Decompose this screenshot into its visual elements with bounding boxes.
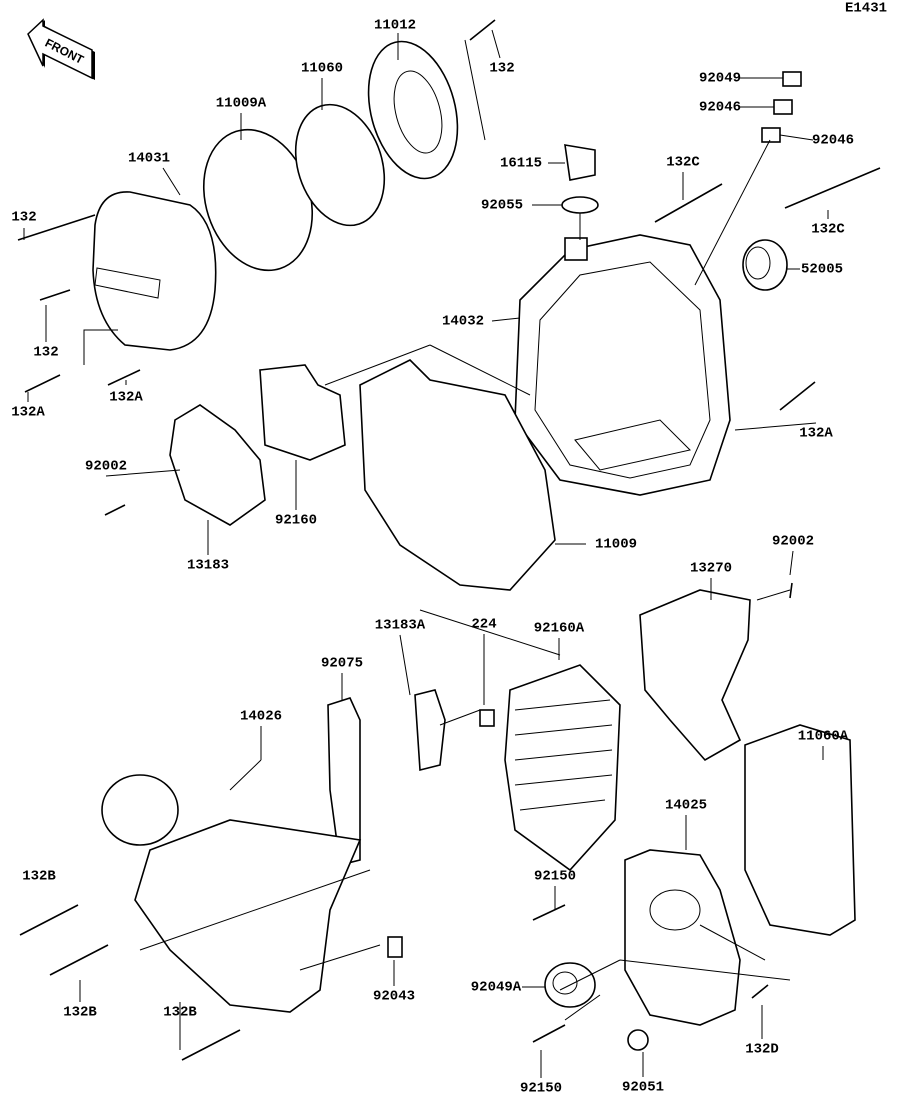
part-11009-gasket	[359, 359, 556, 591]
label: 92046	[699, 100, 741, 116]
part-92046-bearing	[773, 99, 793, 115]
part-11012-cover	[367, 40, 459, 180]
part-92160-plate	[259, 364, 346, 461]
label: 132B	[22, 869, 56, 885]
part-11060a-gasket	[744, 724, 856, 936]
label: 132B	[163, 1005, 197, 1021]
part-13183-guard	[169, 404, 266, 526]
label: 13270	[690, 561, 732, 577]
label: 11060	[301, 61, 343, 77]
part-11060-gasket	[294, 103, 386, 227]
label: 132B	[63, 1005, 97, 1021]
label: 92150	[534, 869, 576, 885]
leader-lines	[23, 29, 829, 1078]
label: 132C	[666, 155, 700, 171]
part-13183a-plate	[414, 689, 446, 772]
label: 92160A	[534, 621, 585, 637]
label: 11060A	[798, 729, 849, 745]
part-92046-bearing-2	[761, 127, 781, 143]
part-92075-bracket	[327, 697, 361, 866]
part-14031-cover	[92, 191, 217, 351]
part-14032-cover	[514, 234, 731, 496]
label: 13183A	[375, 618, 426, 634]
label: 132D	[745, 1042, 779, 1058]
label: 92002	[85, 459, 127, 475]
label: 14025	[665, 798, 707, 814]
label: 92075	[321, 656, 363, 672]
label: 132C	[811, 222, 845, 238]
label: 13183	[187, 558, 229, 574]
part-13270-guard	[639, 589, 751, 762]
label: 14032	[442, 314, 484, 330]
label: 11009A	[216, 96, 267, 112]
part-number-labels: 11012 132 11060 11009A 14031 132 132 132…	[11, 18, 854, 1097]
label: 14031	[128, 151, 170, 167]
label: 92160	[275, 513, 317, 529]
label: 92055	[481, 198, 523, 214]
label: 92049	[699, 71, 741, 87]
label: 11012	[374, 18, 416, 34]
label: 132A	[109, 390, 143, 406]
label: 16115	[500, 156, 542, 172]
part-224-bolt	[479, 709, 495, 727]
part-92049-bushing	[782, 71, 802, 87]
label: 92051	[622, 1080, 664, 1096]
front-arrow-icon: FRONT	[27, 18, 95, 80]
bolts	[17, 19, 881, 1061]
part-92043-pin	[387, 936, 403, 958]
label: 132A	[11, 405, 45, 421]
part-52005-seal	[742, 239, 788, 291]
part-16115-cap	[564, 144, 596, 181]
label: 132	[489, 61, 514, 77]
part-14026-cover	[101, 774, 362, 1013]
part-92055-oring	[561, 196, 599, 214]
label: 224	[471, 617, 496, 633]
label: 92150	[520, 1081, 562, 1097]
part-92051-seal	[627, 1029, 649, 1051]
label: 11009	[595, 537, 637, 553]
diagram-code: E1431	[845, 1, 887, 17]
label: 132	[11, 210, 36, 226]
part-92160a-radiator	[504, 664, 621, 872]
label: 52005	[801, 262, 843, 278]
part-14025-cover	[624, 849, 741, 1026]
label: 92002	[772, 534, 814, 550]
label: 92046	[812, 133, 854, 149]
label: 14026	[240, 709, 282, 725]
label: 92043	[373, 989, 415, 1005]
label: 92049A	[471, 980, 522, 996]
label: 132	[33, 345, 58, 361]
label: 132A	[799, 426, 833, 442]
